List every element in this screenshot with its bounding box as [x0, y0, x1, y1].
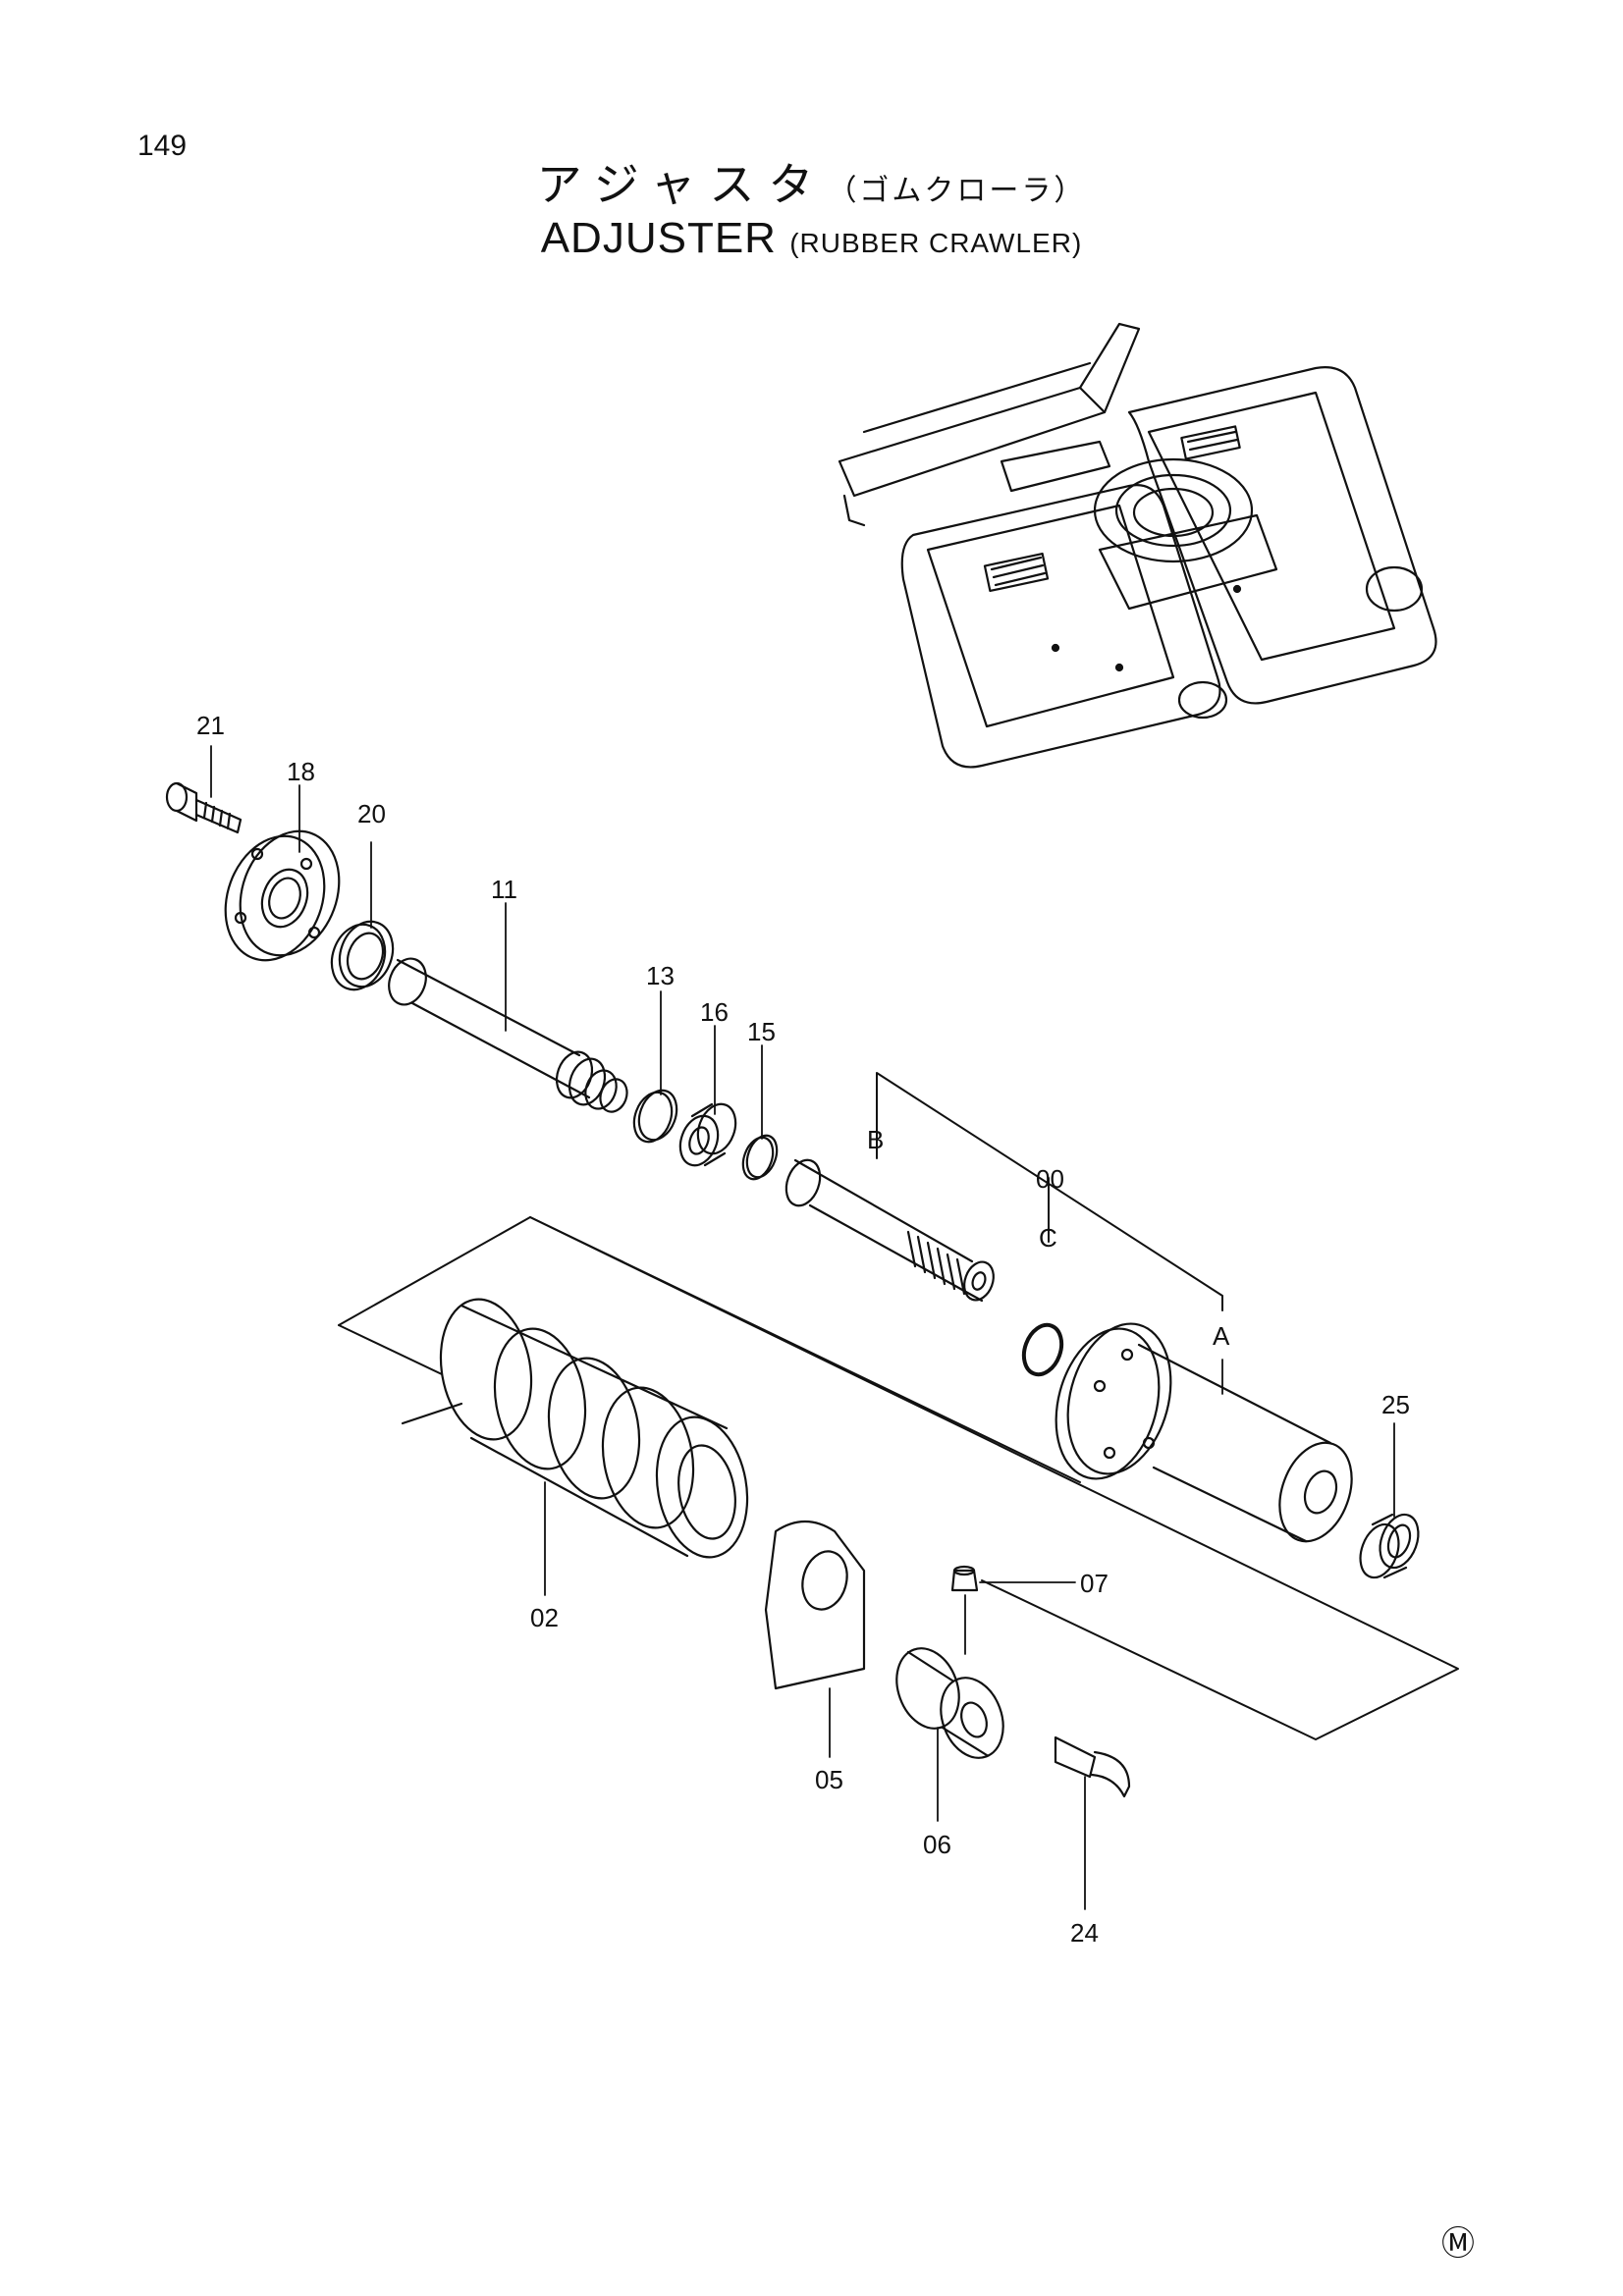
callout-c: C: [1039, 1223, 1057, 1253]
part-20-seal-ring: [330, 920, 395, 991]
part-b-rod: [784, 1158, 995, 1303]
part-07-grease-fitting: [950, 1565, 979, 1592]
part-21-bolt: [165, 781, 243, 834]
part-15-snap-ring: [741, 1134, 779, 1181]
adjuster-location-highlight-left: [983, 552, 1050, 593]
callout-11: 11: [491, 875, 517, 904]
part-a-cylinder-housing: [1055, 1322, 1353, 1543]
callout-a: A: [1213, 1321, 1230, 1351]
part-24-valve: [1054, 1735, 1131, 1798]
callout-labels: 21 18 20 11 13 16 15 B 00 C A 25 07 02 0…: [196, 711, 1410, 1948]
callout-b: B: [867, 1125, 884, 1154]
part-25-collar: [1359, 1513, 1420, 1579]
part-13-ring: [632, 1089, 678, 1144]
callout-15: 15: [747, 1017, 776, 1046]
assembly-bracket-lines: [338, 1072, 1459, 1740]
callout-05: 05: [815, 1765, 843, 1794]
callout-00: 00: [1036, 1164, 1064, 1194]
leader-lines: [210, 745, 1395, 1910]
machine-overview-sketch: [838, 322, 1437, 769]
callout-16: 16: [700, 997, 729, 1027]
title-english-sub: (RUBBER CRAWLER): [789, 228, 1083, 258]
part-05-bracket-plate: [764, 1521, 866, 1690]
callout-13: 13: [646, 961, 675, 990]
adjuster-location-highlight-right: [1180, 425, 1241, 460]
part-c-o-ring: [1021, 1322, 1064, 1377]
callout-02: 02: [530, 1603, 559, 1632]
title-english: ADJUSTER (RUBBER CRAWLER): [0, 214, 1623, 263]
title-japanese-main: アジャスタ: [536, 158, 828, 211]
callout-24: 24: [1070, 1918, 1099, 1948]
callout-18: 18: [287, 757, 315, 786]
part-11-piston-rod: [388, 957, 628, 1113]
callout-07: 07: [1080, 1569, 1109, 1598]
title-japanese-sub: （ゴムクローラ）: [827, 174, 1087, 208]
callout-25: 25: [1381, 1390, 1410, 1419]
page-number: 149: [137, 130, 188, 162]
manufacturer-mark-icon: Ⓜ: [1441, 2224, 1475, 2264]
part-16-bushing: [678, 1102, 737, 1167]
part-06-cylinder-body: [895, 1647, 1004, 1759]
callout-20: 20: [357, 799, 386, 828]
callout-21: 21: [196, 711, 225, 740]
part-02-recoil-spring: [401, 1298, 749, 1559]
title-english-main: ADJUSTER: [540, 214, 777, 262]
callout-06: 06: [923, 1830, 951, 1859]
title-japanese: アジャスタ（ゴムクローラ）: [0, 149, 1623, 214]
part-18-flange: [224, 829, 341, 962]
